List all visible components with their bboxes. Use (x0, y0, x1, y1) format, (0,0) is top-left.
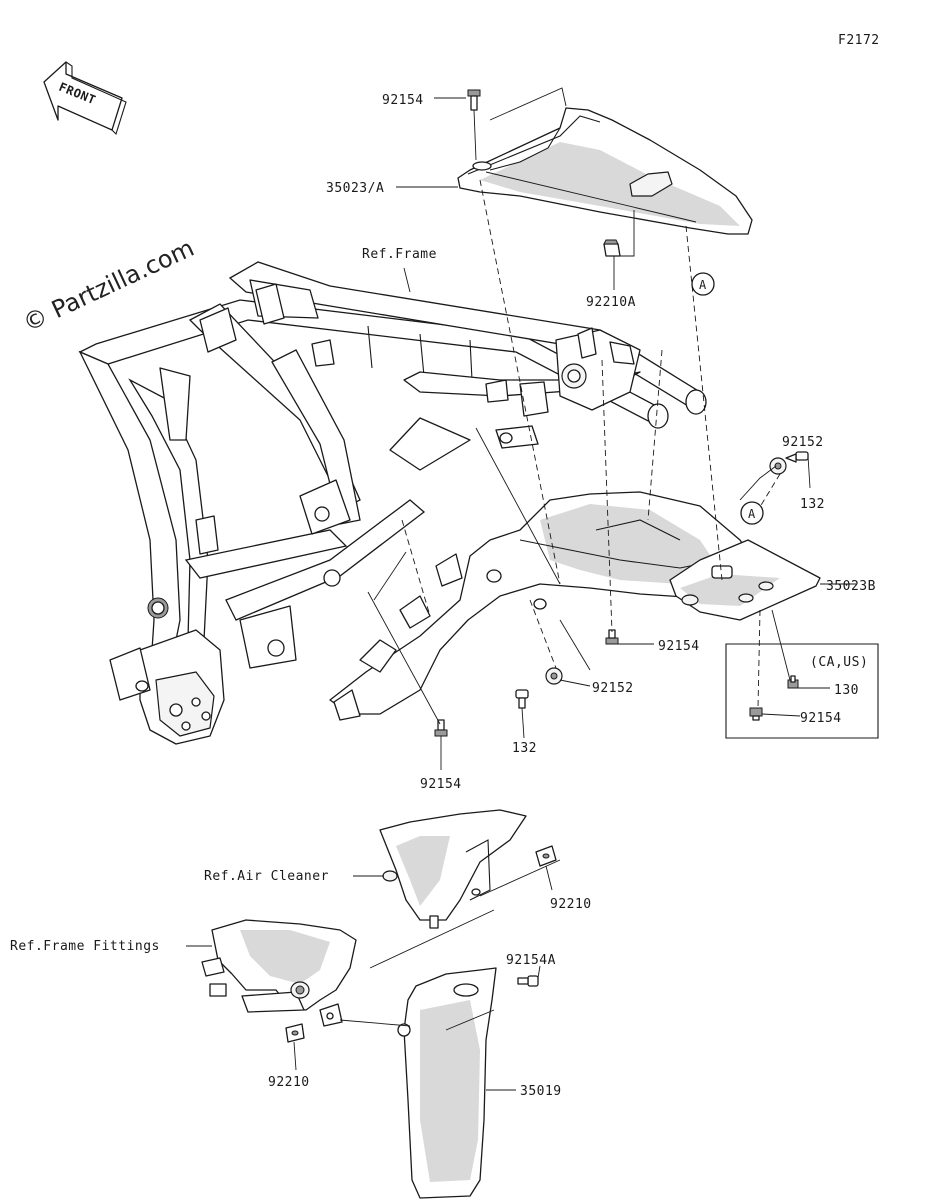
label-ref-frame: Ref.Frame (362, 247, 437, 262)
collar-right (769, 457, 787, 475)
main-frame (78, 261, 707, 745)
upper-seat-cover (457, 107, 753, 235)
nut-air-cleaner (535, 845, 557, 867)
label-cover-side: 35019 (520, 1084, 562, 1099)
collar-mid (545, 667, 563, 685)
label-clip-upper: 92210A (586, 295, 636, 310)
label-cover-upper: 35023/A (326, 181, 384, 196)
svg-text:A: A (699, 278, 707, 292)
label-bolt-right: 132 (800, 497, 825, 512)
ca-us-variant-box (725, 643, 879, 739)
label-bolt-plate: 92154A (506, 953, 556, 968)
svg-text:A: A (748, 507, 756, 521)
label-collar-right: 92152 (782, 435, 824, 450)
label-cover-lower: 35023B (826, 579, 876, 594)
side-cover-35019 (397, 967, 497, 1199)
label-region-note: (CA,US) (810, 655, 868, 670)
diagram-code: F2172 (838, 33, 880, 48)
bolt-plate-92154a (517, 975, 539, 987)
bolt-mid (605, 629, 619, 645)
rear-fender (329, 491, 761, 721)
label-bolt-mid: 92154 (658, 639, 700, 654)
label-bolt-top: 92154 (382, 93, 424, 108)
bolt-bottom (434, 719, 448, 737)
label-bolt-bottom: 92154 (420, 777, 462, 792)
callout-a-right: A (740, 501, 764, 525)
clip-92210a (603, 239, 621, 257)
air-cleaner-ref (379, 809, 527, 929)
label-nut-fittings: 92210 (268, 1075, 310, 1090)
bolt-right-132 (785, 451, 809, 463)
front-direction-arrow: FRONT (43, 61, 127, 136)
label-screw-ca-us: 130 (834, 683, 859, 698)
label-bolt-ca-us: 92154 (800, 711, 842, 726)
bolt-mid-lower-132 (515, 689, 529, 709)
label-collar-mid: 92152 (592, 681, 634, 696)
nut-fittings (285, 1023, 305, 1043)
label-ref-frame-fittings: Ref.Frame Fittings (10, 939, 160, 954)
leader-lines (186, 87, 856, 1091)
label-ref-air-cleaner: Ref.Air Cleaner (204, 869, 329, 884)
frame-fittings-ref (201, 919, 357, 1027)
label-nut-air-cleaner: 92210 (550, 897, 592, 912)
bolt-top (467, 89, 481, 111)
label-bolt-mid-lower: 132 (512, 741, 537, 756)
callout-a-top: A (691, 272, 715, 296)
lower-seat-cover (669, 539, 821, 621)
